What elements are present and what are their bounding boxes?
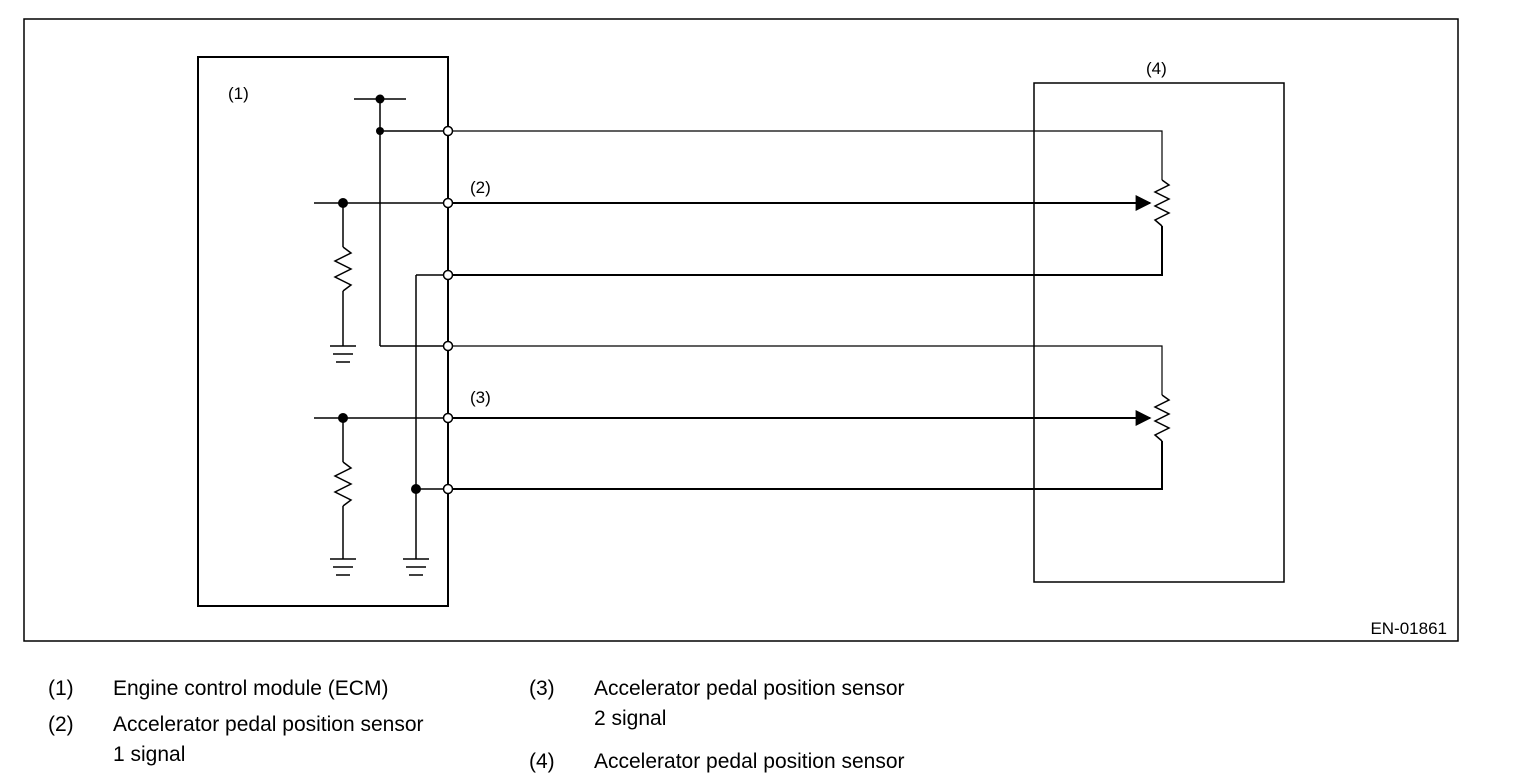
callout-signal1: (2) — [470, 178, 491, 197]
callout-signal2: (3) — [470, 388, 491, 407]
junction-dot — [338, 413, 348, 423]
legend-text: 2 signal — [594, 707, 667, 730]
ecm-power-supply — [354, 98, 448, 347]
ecm-signal1-input — [314, 202, 448, 363]
junction-dot — [338, 198, 348, 208]
legend-text: Engine control module (ECM) — [113, 677, 389, 700]
ecm-sensor-ground — [403, 274, 448, 576]
sensor2-potentiometer — [1153, 394, 1171, 442]
legend-number: (4) — [529, 750, 555, 773]
legend-number: (3) — [529, 677, 555, 700]
ecm-signal2-input — [314, 417, 448, 576]
legend-number: (2) — [48, 713, 74, 736]
harness-wires — [448, 130, 1163, 490]
junction-dot — [376, 127, 384, 135]
legend-text: 1 signal — [113, 743, 186, 766]
legend-text: Accelerator pedal position sensor — [594, 750, 905, 773]
junction-dot — [411, 484, 421, 494]
ecm-box — [197, 56, 449, 607]
sensor1-potentiometer — [1153, 179, 1171, 227]
legend-number: (1) — [48, 677, 74, 700]
legend-text: Accelerator pedal position sensor — [113, 713, 424, 736]
wiring-diagram: (1) (2) (3) (4) EN-01861 — [23, 18, 1459, 642]
callout-sensor: (4) — [1146, 59, 1167, 78]
diagram-frame — [23, 18, 1459, 642]
sensor-box — [1033, 82, 1285, 583]
ecm-connector-terminals — [442, 125, 454, 495]
junction-dot — [375, 94, 385, 104]
callout-ecm: (1) — [228, 84, 249, 103]
figure-id: EN-01861 — [1370, 619, 1447, 638]
legend-text: Accelerator pedal position sensor — [594, 677, 905, 700]
